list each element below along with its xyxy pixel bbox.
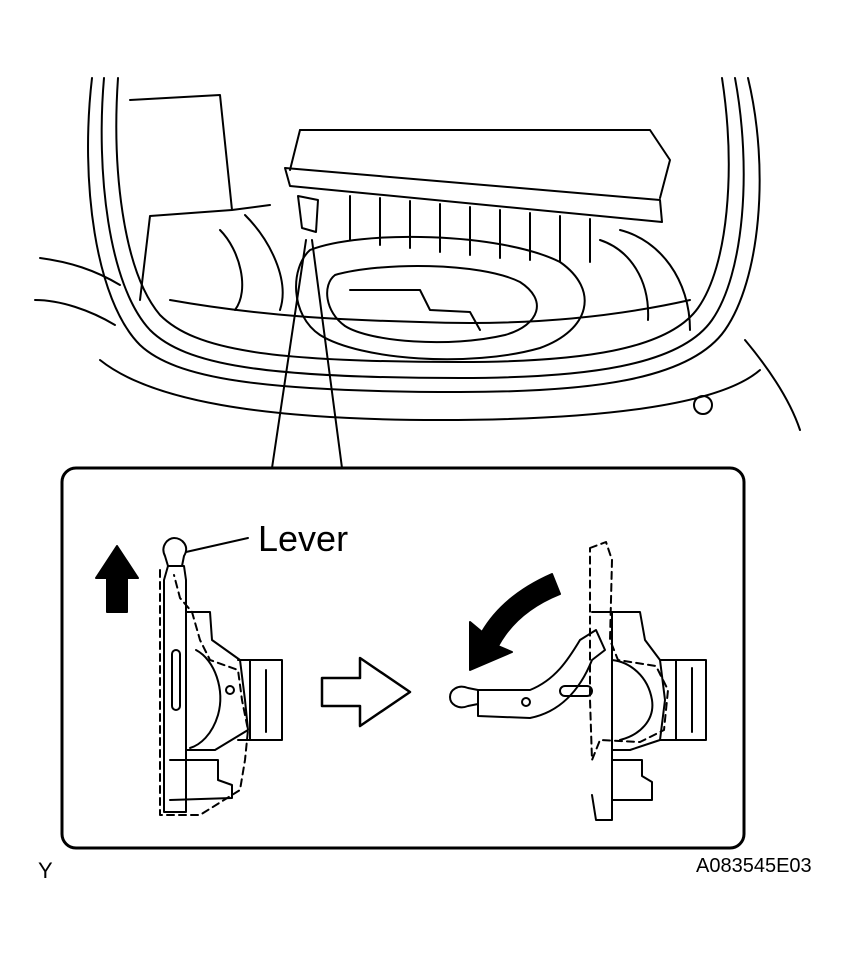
hidden-outline-left (159, 569, 249, 816)
bracket-outline (185, 611, 249, 751)
bracket-right (611, 611, 666, 751)
trunk-illustration (34, 77, 801, 431)
left-trim-panel (129, 94, 271, 301)
right-trim-panel (599, 229, 691, 331)
seat-ribs (349, 195, 591, 263)
latch-hole (693, 395, 713, 415)
corner-mark: Y (38, 858, 53, 883)
bumper-line (99, 359, 761, 421)
callout-leader-right (311, 239, 343, 469)
left-wheelhouse (219, 214, 284, 311)
pivot-hole (225, 685, 235, 695)
figure-code: A083545E03 (696, 855, 812, 877)
pivot-hole-lowered (521, 697, 531, 707)
spare-well-outer (295, 235, 586, 361)
hollow-right-arrow-icon (320, 656, 412, 728)
vertical-plate-right (591, 611, 613, 821)
trunk-opening-rim (115, 77, 730, 363)
callout-leader-left (271, 239, 307, 469)
left-quarter-line (34, 257, 121, 326)
lever-knob (162, 537, 188, 567)
floor-edge (169, 299, 691, 325)
lever-knob-lowered (449, 685, 479, 709)
trunk-opening-inner (100, 77, 745, 379)
right-quarter-line (744, 339, 801, 431)
connector-body-left (237, 659, 283, 741)
lever-body (163, 565, 187, 813)
base-plate-left (169, 759, 233, 801)
lever-mechanism-lowered (449, 541, 707, 821)
base-plate-right (611, 759, 653, 801)
slot-opening (171, 649, 181, 711)
trunk-opening-outer (87, 77, 761, 393)
lever-leader-line (185, 537, 249, 553)
slot-opening-lowered (559, 685, 593, 697)
lever-label: Lever (258, 518, 349, 559)
seatback-top (299, 129, 671, 199)
seatback-lower-edge (284, 167, 663, 223)
detail-callout-box (60, 466, 746, 850)
lever-mechanism-raised (159, 537, 283, 816)
connector-body-right (659, 659, 707, 741)
curved-arrow-icon (469, 573, 561, 671)
lever-arm-lowered (477, 629, 606, 719)
hidden-outline-right (589, 541, 669, 761)
bracket-slot (189, 649, 222, 749)
spare-well-inner (326, 265, 538, 344)
bracket-slot-right (611, 659, 654, 741)
seatback-left (289, 129, 301, 171)
lever-location-top (297, 195, 319, 233)
up-arrow-icon (95, 545, 139, 613)
floor-cover-fold (349, 289, 481, 331)
